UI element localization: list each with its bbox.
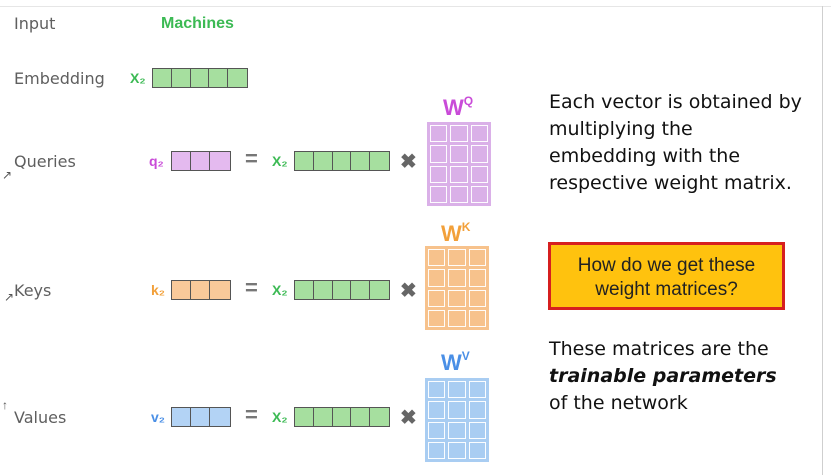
x2-symbol: X₂	[272, 282, 288, 298]
arrow-icon: ↗	[4, 290, 15, 304]
label-keys: Keys	[14, 281, 52, 300]
explanation-text: Each vector is obtained by multiplying t…	[549, 91, 802, 194]
arrow-icon: ↑	[2, 398, 8, 412]
query-vector	[171, 151, 231, 171]
value-vector	[171, 407, 231, 427]
embedding-vector	[152, 68, 248, 88]
v2-symbol: v₂	[151, 409, 166, 425]
answer-text: These matrices are the trainable paramet…	[549, 338, 777, 414]
equals-sign: =	[245, 146, 258, 171]
equals-sign: =	[245, 402, 258, 427]
right-divider	[822, 6, 823, 475]
x2-symbol: X₂	[272, 409, 288, 425]
label-input: Input	[14, 14, 56, 33]
embedding-vector	[294, 151, 390, 171]
wq-matrix	[427, 122, 491, 206]
input-word: Machines	[161, 15, 234, 32]
x2-symbol: X₂	[272, 153, 288, 169]
equals-sign: =	[245, 275, 258, 300]
x2-symbol: X₂	[130, 70, 146, 86]
label-queries: Queries	[14, 152, 76, 171]
wk-label: WK	[441, 219, 471, 246]
k2-symbol: k₂	[151, 282, 166, 298]
embedding-vector	[294, 407, 390, 427]
arrow-icon: ↗	[2, 168, 13, 182]
wv-label: WV	[441, 348, 470, 375]
wk-matrix	[425, 246, 489, 330]
top-divider	[0, 6, 831, 7]
question-box: How do we get these weight matrices?	[548, 242, 785, 310]
embedding-vector	[294, 280, 390, 300]
key-vector	[171, 280, 231, 300]
wv-matrix	[425, 378, 489, 462]
multiply-icon: ✖	[400, 280, 417, 302]
label-embedding: Embedding	[14, 69, 105, 88]
q2-symbol: q₂	[149, 153, 164, 169]
multiply-icon: ✖	[400, 151, 417, 173]
wq-label: WQ	[443, 93, 474, 120]
label-values: Values	[14, 408, 67, 427]
multiply-icon: ✖	[400, 407, 417, 429]
